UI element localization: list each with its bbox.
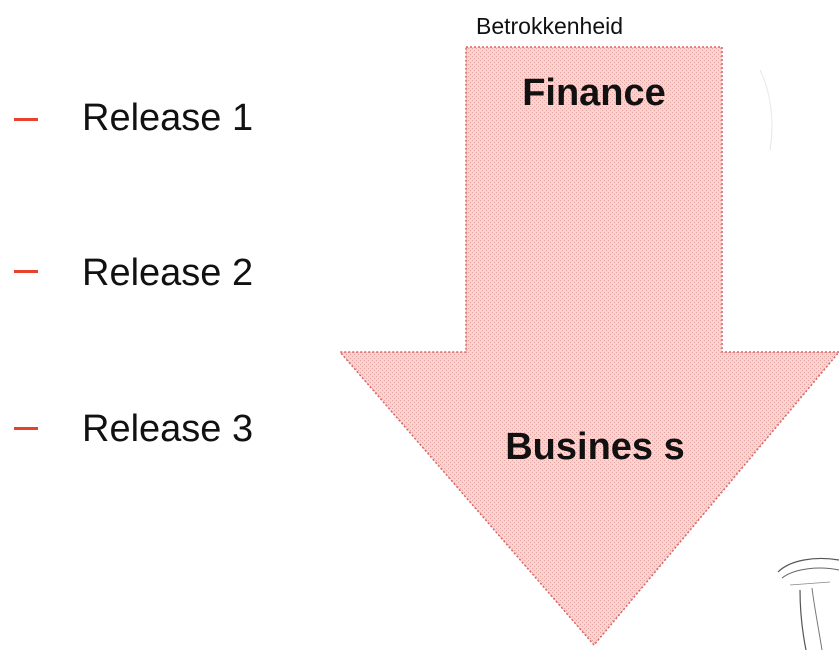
down-arrow-body (338, 46, 839, 647)
finance-label: Finance (522, 72, 666, 114)
business-label: Busines s (505, 426, 685, 468)
release-1-label: Release 1 (82, 97, 254, 139)
bullet-dash (14, 427, 38, 430)
release-2-label: Release 2 (82, 252, 254, 294)
release-3-label: Release 3 (82, 408, 254, 450)
bullet-dash (14, 118, 38, 121)
betrokkenheid-label: Betrokkenheid (476, 13, 624, 39)
bullet-dash (14, 270, 38, 273)
